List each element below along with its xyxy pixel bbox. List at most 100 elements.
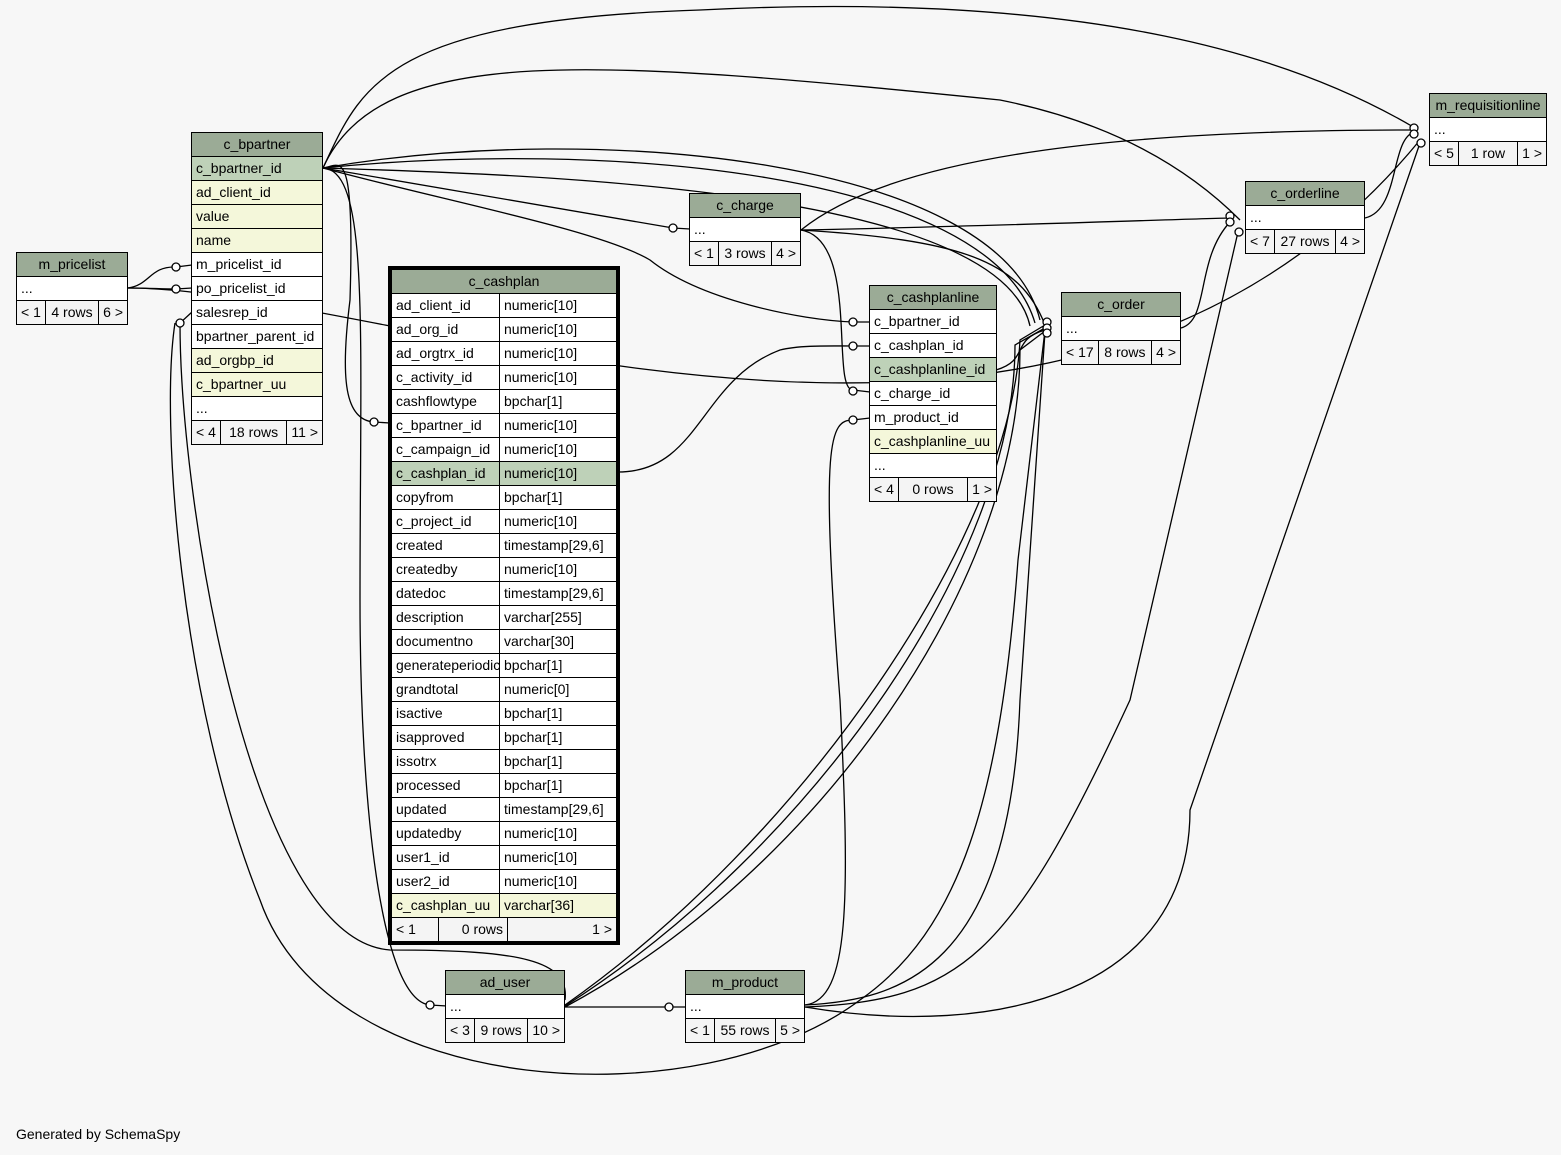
children-link[interactable]: 11 > [291, 424, 318, 440]
column-name: processed [396, 777, 461, 793]
crowfoot-marker [171, 284, 181, 294]
column-row[interactable]: c_bpartner_id [870, 310, 996, 334]
table-c_bpartner[interactable]: c_bpartner c_bpartner_id ad_client_id va… [191, 132, 323, 445]
column-row[interactable]: ad_orgbp_id [192, 349, 322, 373]
parents-link[interactable]: < 1 [690, 242, 719, 265]
column-row[interactable]: c_cashplanline_id [870, 358, 996, 382]
parents-link[interactable]: < 1 [17, 301, 46, 324]
column-row[interactable]: po_pricelist_id [192, 277, 322, 301]
parents-link[interactable]: < 1 [392, 918, 439, 941]
column-row[interactable]: ... [17, 277, 127, 301]
column-row[interactable]: ... [446, 995, 564, 1019]
column-row[interactable]: c_charge_id [870, 382, 996, 406]
children-link[interactable]: 4 > [776, 245, 796, 261]
children-link[interactable]: 1 > [1522, 145, 1542, 161]
column-type: varchar[255] [499, 606, 616, 629]
table-c_charge[interactable]: c_charge ... < 1 3 rows 4 > [689, 193, 801, 266]
column-row[interactable]: value [192, 205, 322, 229]
table-title[interactable]: c_orderline [1246, 182, 1364, 206]
table-title[interactable]: c_charge [690, 194, 800, 218]
table-title[interactable]: c_cashplanline [870, 286, 996, 310]
column-row[interactable]: c_cashplan_id [870, 334, 996, 358]
table-title[interactable]: c_bpartner [192, 133, 322, 157]
parents-link[interactable]: < 7 [1246, 230, 1275, 253]
column-row[interactable]: ad_client_id [192, 181, 322, 205]
table-title[interactable]: m_pricelist [17, 253, 127, 277]
edge-mproduct-cashplanline [804, 417, 871, 1006]
table-title[interactable]: m_product [686, 971, 804, 995]
column-row[interactable]: ... [1430, 118, 1546, 142]
column-row[interactable]: bpartner_parent_id [192, 325, 322, 349]
children-link[interactable]: 4 > [1156, 344, 1176, 360]
table-m_pricelist[interactable]: m_pricelist ... < 1 4 rows 6 > [16, 252, 128, 325]
table-title[interactable]: c_cashplan [392, 270, 616, 294]
children-link[interactable]: 4 > [1340, 233, 1360, 249]
column-name: m_pricelist_id [196, 256, 282, 272]
table-title[interactable]: ad_user [446, 971, 564, 995]
column-row[interactable]: ... [192, 397, 322, 421]
parents-link[interactable]: < 3 [446, 1019, 475, 1042]
column-row[interactable]: m_pricelist_id [192, 253, 322, 277]
table-title[interactable]: m_requisitionline [1430, 94, 1546, 118]
parents-link[interactable]: < 5 [1430, 142, 1459, 165]
parents-link[interactable]: < 4 [192, 421, 221, 444]
column-name: datedoc [396, 585, 446, 601]
table-m_requisitionline[interactable]: m_requisitionline ... < 5 1 row 1 > [1429, 93, 1547, 166]
column-row[interactable]: ... [690, 218, 800, 242]
parents-link[interactable]: < 1 [686, 1019, 715, 1042]
table-m_product[interactable]: m_product ... < 1 55 rows 5 > [685, 970, 805, 1043]
edge-bp-aduser [322, 167, 448, 1007]
children-link[interactable]: 1 > [972, 481, 992, 497]
column-name: ad_client_id [396, 297, 471, 313]
table-title[interactable]: c_order [1062, 293, 1180, 317]
column-row[interactable]: name [192, 229, 322, 253]
column-name: isactive [396, 705, 443, 721]
table-c_cashplanline[interactable]: c_cashplanline c_bpartner_id c_cashplan_… [869, 285, 997, 502]
column-row[interactable]: c_cashplanline_uu [870, 430, 996, 454]
parents-link[interactable]: < 4 [870, 478, 899, 501]
table-c_order[interactable]: c_order ... < 17 8 rows 4 > [1061, 292, 1181, 365]
children-link[interactable]: 5 > [780, 1022, 800, 1038]
column-row[interactable]: c_bpartner_uu [192, 373, 322, 397]
column-row[interactable]: c_bpartner_id [192, 157, 322, 181]
column-row[interactable]: salesrep_id [192, 301, 322, 325]
column-row[interactable]: ... [870, 454, 996, 478]
column-row[interactable]: ... [1246, 206, 1364, 230]
children-link[interactable]: 10 > [532, 1022, 560, 1038]
column-row[interactable]: ... [1062, 317, 1180, 341]
column-row[interactable]: m_product_id [870, 406, 996, 430]
column-row[interactable]: ... [686, 995, 804, 1019]
children-link[interactable]: 1 > [592, 921, 612, 937]
table-ad_user[interactable]: ad_user ... < 3 9 rows 10 > [445, 970, 565, 1043]
children-link[interactable]: 6 > [103, 304, 123, 320]
table-c_orderline[interactable]: c_orderline ... < 7 27 rows 4 > [1245, 181, 1365, 254]
parents-link[interactable]: < 17 [1062, 341, 1099, 364]
